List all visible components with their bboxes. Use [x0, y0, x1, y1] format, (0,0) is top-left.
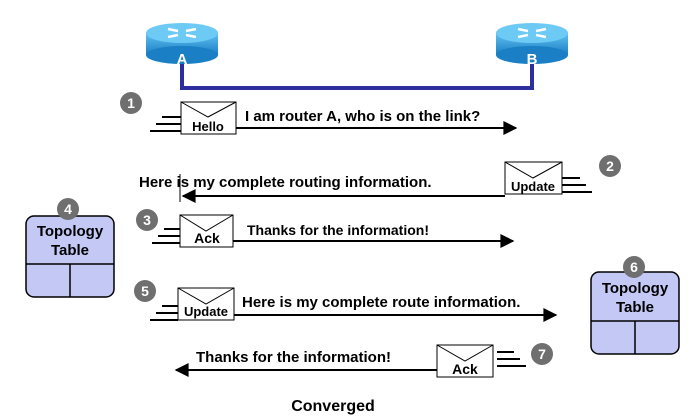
step-message: Here is my complete routing information.	[139, 174, 432, 191]
router-a-label: A	[177, 51, 188, 68]
step-number: 5	[141, 283, 149, 299]
router-arrows-icon	[517, 27, 547, 39]
step-number-circle	[136, 209, 158, 231]
step-number-circle	[57, 198, 79, 220]
router-arrows-icon	[167, 27, 197, 39]
envelope-icon	[180, 101, 237, 135]
motion-lines-icon	[152, 228, 180, 244]
table-title: Topology	[37, 223, 104, 240]
motion-lines-icon	[150, 305, 178, 321]
step-3: 3 Ack Thanks for the information!	[136, 209, 515, 248]
step-number: 4	[64, 201, 72, 217]
step-message: Here is my complete route information.	[242, 294, 520, 311]
step-message: Thanks for the information!	[247, 222, 429, 238]
topology-table-a: Topology Table 4	[25, 198, 115, 298]
packet-label: Ack	[452, 361, 478, 377]
step-2: 2 Update Here is my complete routing inf…	[139, 155, 621, 203]
step-number: 2	[606, 158, 614, 174]
table-title: Table	[51, 242, 89, 259]
envelope-icon	[177, 287, 235, 321]
step-number-circle	[134, 280, 156, 302]
step-5: 5 Update Here is my complete route infor…	[134, 280, 558, 322]
router-link	[180, 60, 534, 90]
step-message: Thanks for the information!	[196, 349, 391, 366]
step-number-circle	[120, 92, 142, 114]
step-number: 6	[630, 259, 638, 275]
step-number: 1	[127, 95, 135, 111]
packet-label: Update	[511, 179, 555, 194]
table-title: Table	[616, 299, 654, 316]
envelope-icon	[179, 214, 234, 248]
router-b: B	[496, 23, 568, 68]
converged-label: Converged	[291, 398, 375, 415]
motion-lines-icon	[562, 177, 592, 193]
packet-label: Ack	[194, 230, 220, 246]
step-number-circle	[531, 343, 553, 365]
router-a: A	[146, 23, 218, 68]
router-b-label: B	[527, 51, 538, 68]
step-number-circle	[599, 155, 621, 177]
motion-lines-icon	[150, 116, 181, 132]
motion-lines-icon	[497, 351, 526, 367]
step-number-circle	[623, 256, 645, 278]
step-number: 3	[143, 212, 151, 228]
step-1: 1 Hello I am router A, who is on the lin…	[120, 92, 518, 135]
envelope-icon	[504, 161, 563, 195]
envelope-icon	[436, 344, 494, 378]
step-message: I am router A, who is on the link?	[245, 108, 480, 125]
packet-label: Update	[184, 304, 228, 319]
step-7: 7 Ack Thanks for the information!	[174, 343, 553, 378]
table-title: Topology	[602, 280, 669, 297]
packet-label: Hello	[192, 119, 224, 134]
step-number: 7	[538, 346, 546, 362]
topology-table-b: Topology Table 6	[590, 256, 680, 355]
